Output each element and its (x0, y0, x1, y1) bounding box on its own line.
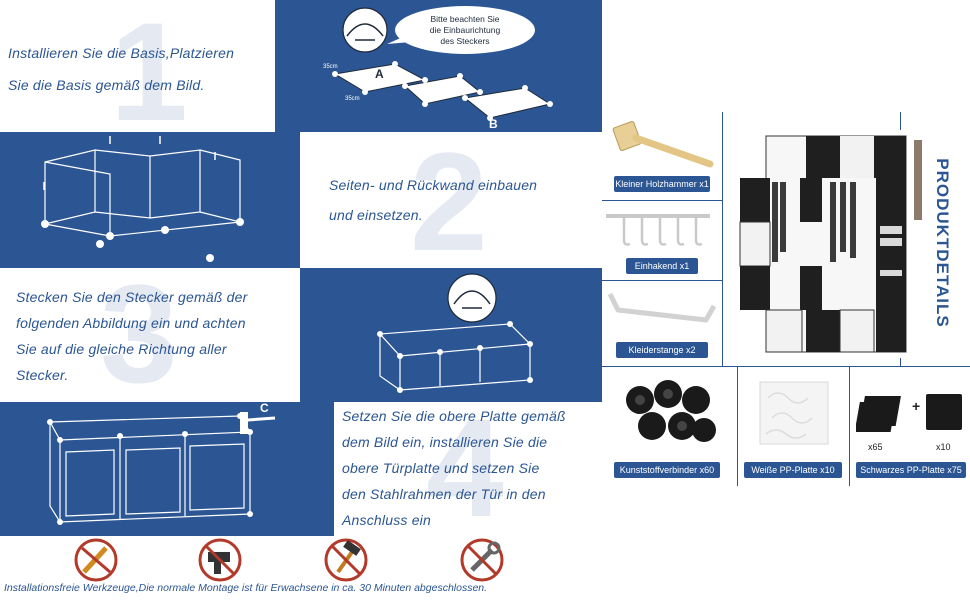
step-4-line-3: obere Türplatte und setzen Sie (342, 460, 540, 476)
base-diagram: A B 35cm 35cm (323, 6, 553, 131)
black-panel-count-2: x10 (936, 442, 951, 452)
step-3-line-2: folgenden Abbildung ein und achten (16, 315, 246, 331)
no-hammer-icon (324, 538, 368, 582)
connector-diagram (377, 273, 533, 393)
dimension-1: 35cm (323, 64, 338, 70)
step-1-line-2: Sie die Basis gemäß dem Bild. (8, 77, 205, 93)
dimension-2: 35cm (345, 96, 360, 102)
label-a: A (375, 67, 384, 81)
part-label-hook: Einhakend x1 (626, 258, 698, 274)
product-details-title-box: PRODUKTDETAILS (922, 148, 962, 338)
black-panel-count-1: x65 (868, 442, 883, 452)
plastic-connectors-image (626, 380, 716, 442)
no-tools-row (0, 536, 602, 582)
step-3-line-3: Sie auf die gleiche Richtung aller (16, 341, 227, 357)
part-label-black-panel: Schwarzes PP-Platte x75 (856, 462, 966, 478)
clothes-rod-image (607, 292, 717, 323)
wardrobe-product-image (736, 130, 932, 358)
no-wrench-icon (460, 538, 504, 582)
step-1-line-1: Installieren Sie die Basis,Platzieren (8, 45, 235, 61)
white-panel-image (759, 381, 829, 445)
step-3-line-1: Stecken Sie den Stecker gemäß der (16, 289, 248, 305)
over-door-hook-image (606, 214, 710, 246)
label-c: C (260, 402, 269, 415)
callout-bubble (395, 6, 535, 54)
no-screwdriver-icon (74, 538, 118, 582)
top-door-diagram: C (47, 401, 276, 525)
product-details: Kleiner Holzhammer x1 Einhakend x1 Kleid… (602, 0, 970, 600)
side-back-wall-diagram (41, 136, 244, 262)
step-4-line-4: den Stahlrahmen der Tür in den (342, 486, 546, 502)
step-2-line-1: Seiten- und Rückwand einbauen (329, 177, 538, 193)
black-panel-image (856, 394, 962, 432)
step-2-line-2: und einsetzen. (329, 207, 423, 223)
step-3-text-panel: 3 Stecken Sie den Stecker gemäß der folg… (0, 264, 300, 404)
step-4-number: 4 (426, 389, 504, 546)
callout-text: Bitte beachten Sie die Einbaurichtung de… (429, 14, 501, 46)
part-label-rod: Kleiderstange x2 (616, 342, 708, 358)
connector-closeup-icon (342, 7, 388, 53)
step-3-diagram-panel (300, 268, 602, 402)
part-label-white-panel: Weiße PP-Platte x10 (744, 462, 842, 478)
step-3-number: 3 (100, 255, 178, 412)
footer-note: Installationsfreie Werkzeuge,Die normale… (4, 582, 488, 594)
plus-sign: + (912, 398, 921, 414)
step-4-diagram-panel: C (0, 401, 334, 536)
step-4-line-5: Anschluss ein (342, 512, 431, 528)
step-1-text-panel: 1 Installieren Sie die Basis,Platzieren … (0, 0, 275, 142)
step-2-text-panel: 2 Seiten- und Rückwand einbauen und eins… (300, 132, 602, 272)
step-3-line-4: Stecker. (16, 367, 69, 383)
no-tools-icons (74, 538, 504, 582)
hammer-handle-icon (240, 412, 248, 434)
part-label-mallet: Kleiner Holzhammer x1 (614, 176, 710, 192)
label-b: B (489, 117, 498, 131)
product-details-title: PRODUKTDETAILS (933, 158, 952, 328)
part-label-connectors: Kunststoffverbinder x60 (614, 462, 720, 478)
step-4-line-2: dem Bild ein, installieren Sie die (342, 434, 548, 450)
step-2-diagram-panel (0, 132, 300, 268)
step-4-line-1: Setzen Sie die obere Platte gemäß (342, 408, 566, 424)
installation-guide: 1 Installieren Sie die Basis,Platzieren … (0, 0, 602, 594)
no-drill-icon (198, 538, 242, 582)
step-1-diagram-panel: A B 35cm 35cm Bitte beachten Sie die Ein… (275, 0, 602, 132)
step-1-number: 1 (110, 0, 188, 150)
step-4-text-panel: 4 Setzen Sie die obere Platte gemäß dem … (334, 398, 602, 538)
wooden-mallet-image (612, 121, 714, 168)
connector-closeup-icon (447, 273, 497, 323)
step-2-number: 2 (410, 123, 488, 280)
